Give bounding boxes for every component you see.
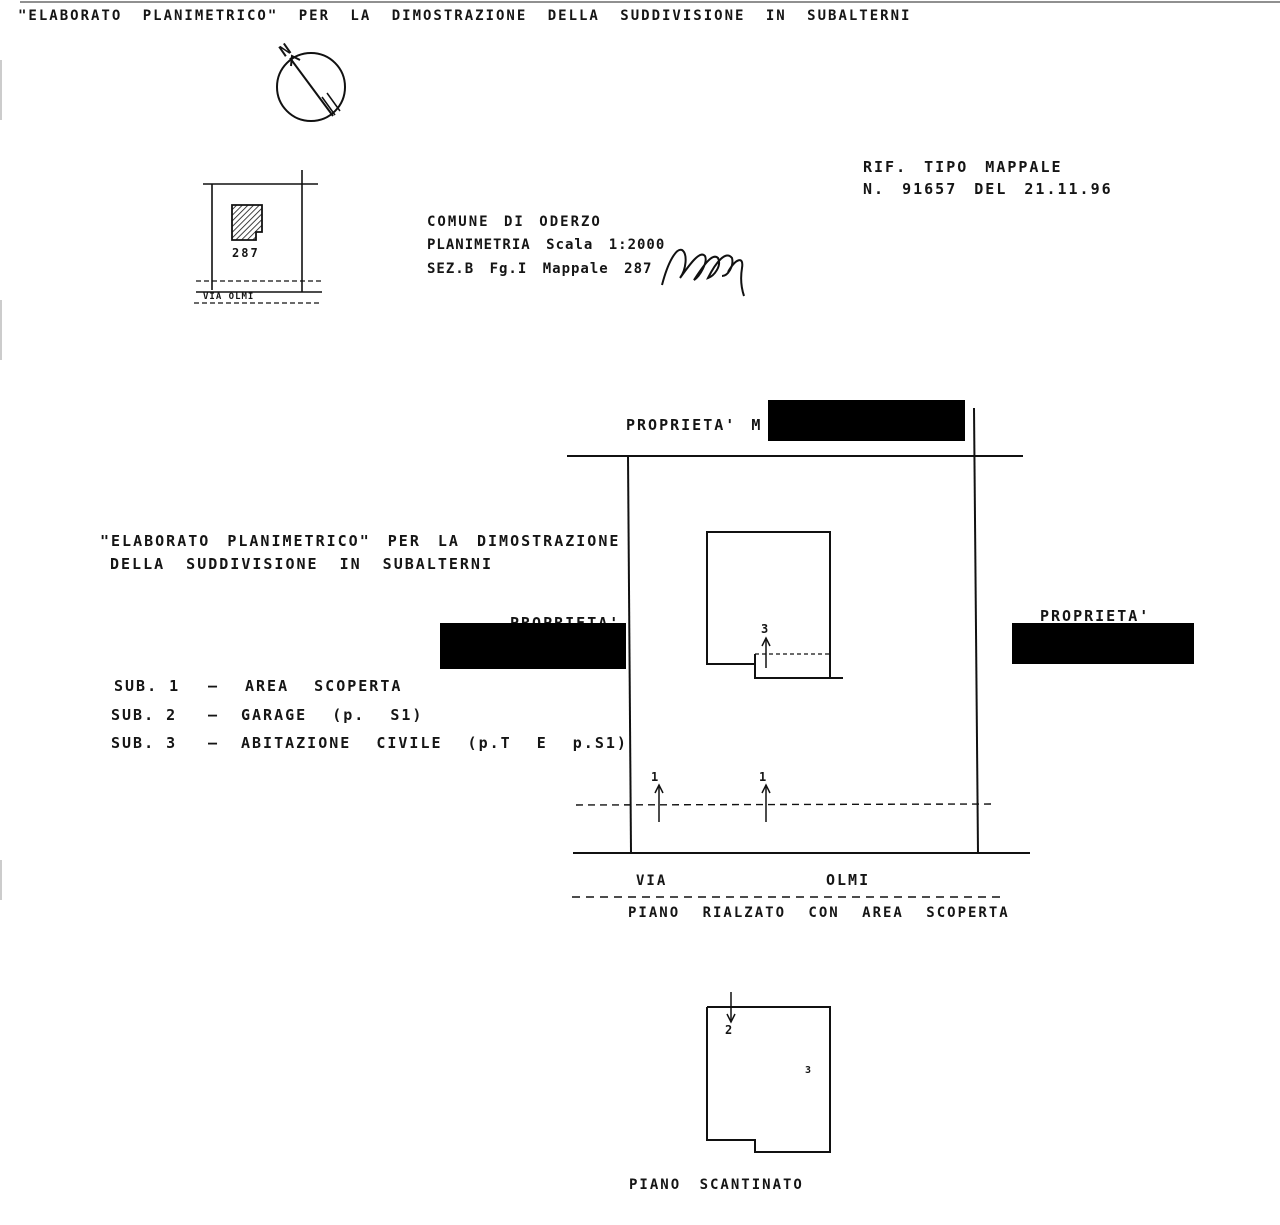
sezione-mappale-label: SEZ.B Fg.I Mappale 287	[427, 261, 653, 277]
street-via-label: VIA	[636, 873, 668, 889]
reference-line-1: RIF. TIPO MAPPALE	[863, 158, 1063, 176]
ground-sub3-label: 3	[761, 622, 771, 636]
plan-title-line-1: "ELABORATO PLANIMETRICO" PER LA DIMOSTRA…	[100, 532, 621, 550]
legend-dash-2: –	[208, 706, 220, 724]
basement-sub2-label: 2	[725, 1023, 735, 1037]
property-right-label: PROPRIETA'	[1040, 607, 1151, 625]
legend-dash-1: –	[208, 677, 220, 695]
plan-title-line-2: DELLA SUDDIVISIONE IN SUBALTERNI	[110, 555, 493, 573]
parcel-287-building	[231, 204, 263, 241]
redaction-left	[440, 623, 626, 669]
ground-sub1-left-label: 1	[651, 770, 661, 784]
north-compass-icon	[276, 52, 346, 122]
location-map	[194, 170, 322, 304]
legend-desc-2: GARAGE (p. S1)	[241, 706, 424, 724]
legend-sub-2: SUB. 2	[111, 706, 178, 724]
document-title: "ELABORATO PLANIMETRICO" PER LA DIMOSTRA…	[18, 8, 912, 24]
planimetria-scale-label: PLANIMETRIA Scala 1:2000	[427, 237, 666, 253]
signature-scribble	[661, 248, 745, 297]
redaction-top	[768, 400, 965, 441]
comune-label: COMUNE DI ODERZO	[427, 214, 602, 230]
ground-sub1-right-label: 1	[759, 770, 769, 784]
location-street-label: VIA OLMI	[203, 292, 255, 302]
street-olmi-label: OLMI	[826, 871, 871, 889]
property-top-label: PROPRIETA' M	[626, 416, 763, 434]
legend-dash-3: –	[208, 734, 220, 752]
basement-sub3-label: 3	[805, 1065, 814, 1076]
parcel-number-label: 287	[232, 246, 260, 260]
ground-floor-caption: PIANO RIALZATO CON AREA SCOPERTA	[628, 905, 1010, 921]
legend-desc-1: AREA SCOPERTA	[245, 677, 403, 695]
legend-sub-3: SUB. 3	[111, 734, 178, 752]
legend-desc-3: ABITAZIONE CIVILE (p.T E p.S1)	[241, 734, 628, 752]
reference-line-2: N. 91657 DEL 21.11.96	[863, 180, 1113, 198]
legend-sub-1: SUB. 1	[114, 677, 181, 695]
ground-floor-plan	[567, 407, 1030, 898]
basement-plan	[706, 992, 831, 1153]
basement-caption: PIANO SCANTINATO	[629, 1177, 804, 1193]
redaction-right	[1012, 623, 1194, 664]
